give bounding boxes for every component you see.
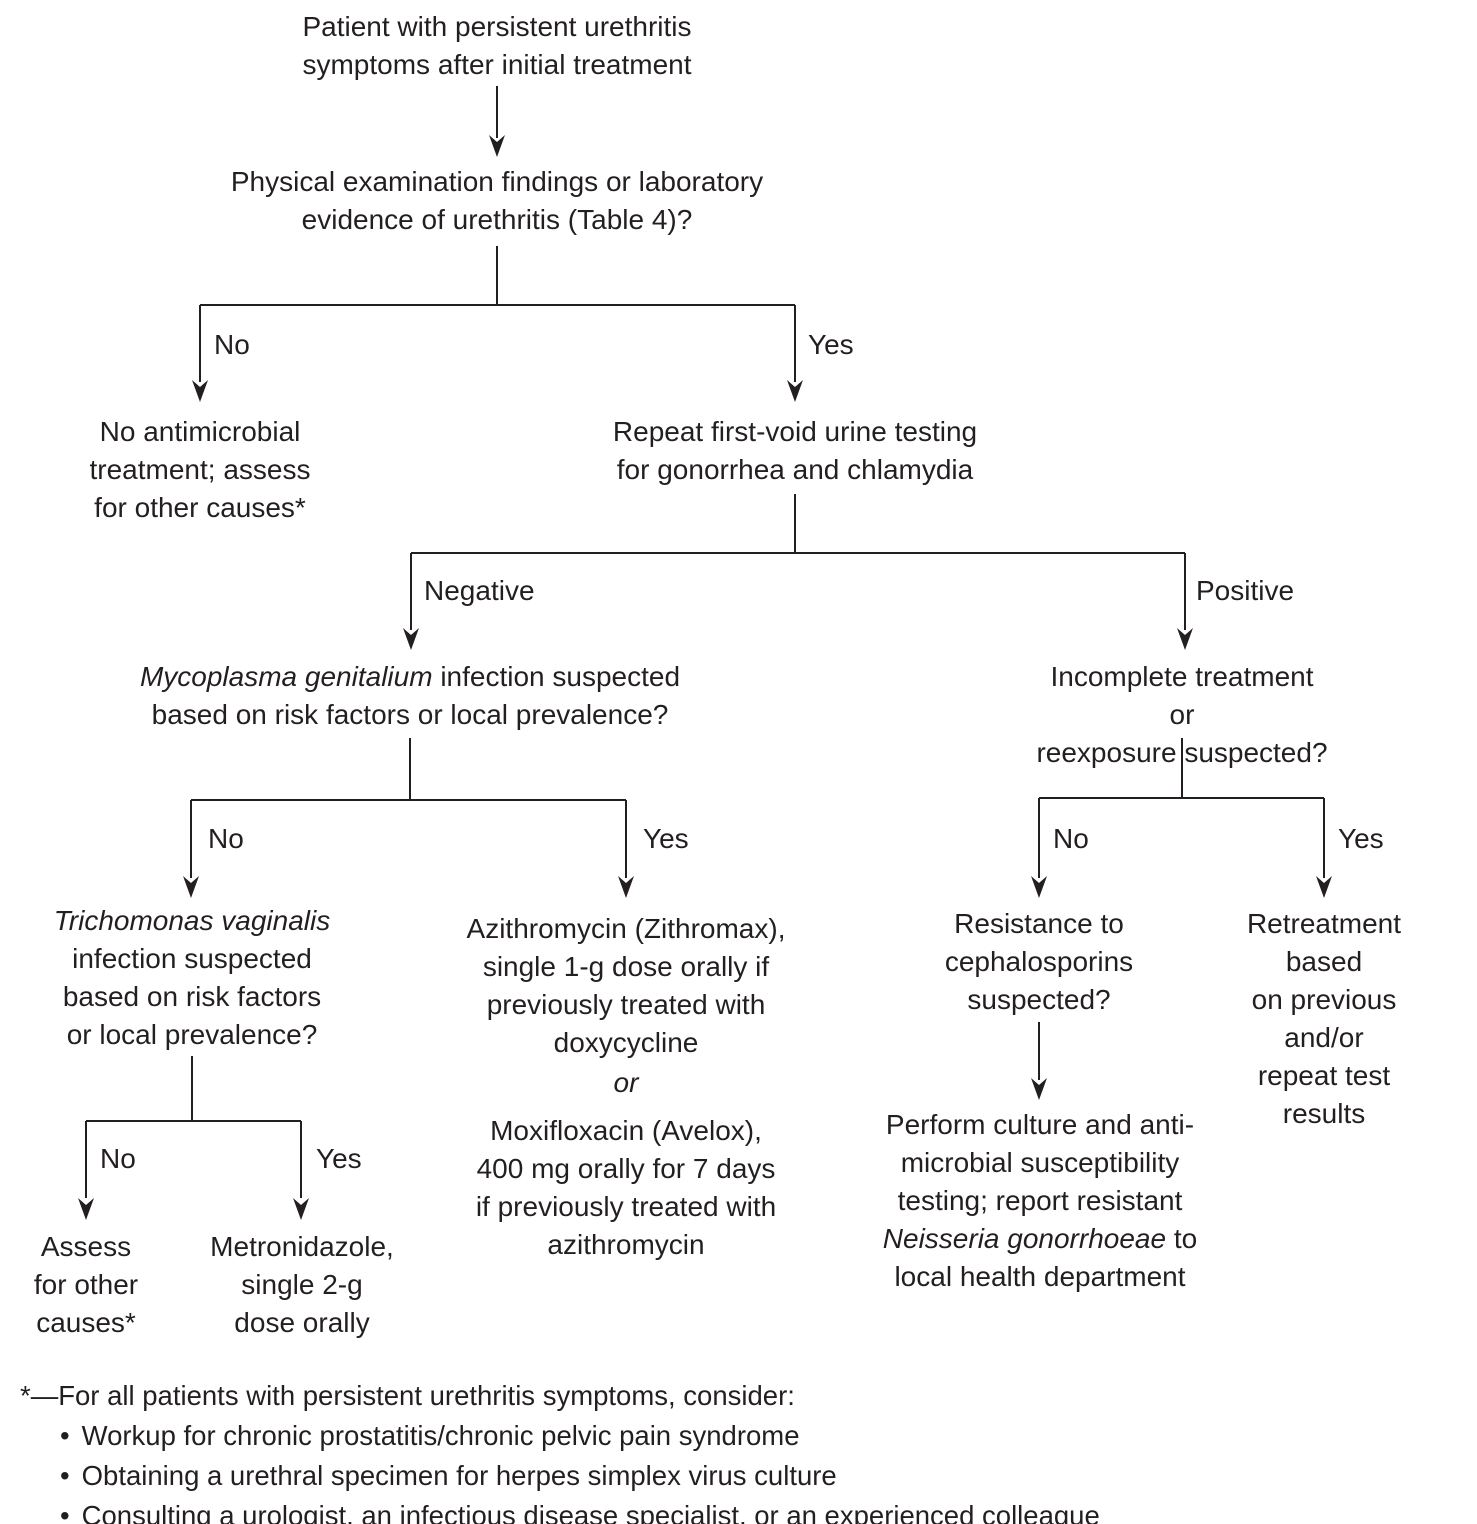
edge-label-yes-mycoplasma: Yes	[643, 823, 689, 854]
footnote-intro: *—For all patients with persistent ureth…	[20, 1380, 795, 1411]
edge-label-no-trichomonas: No	[100, 1143, 136, 1174]
footnote: *—For all patients with persistent ureth…	[20, 1376, 1100, 1524]
footnote-bullet-2: • Obtaining a urethral specimen for herpe…	[20, 1456, 1100, 1496]
node-retreatment: Retreatment based on previous and/or rep…	[1246, 908, 1402, 1129]
footnote-bullet-3: • Consulting a urologist, an infectious d…	[20, 1496, 1100, 1524]
arrow-head	[618, 876, 634, 898]
arrow-head	[78, 1198, 94, 1220]
node-metronidazole-treatment: Metronidazole, single 2-g dose orally	[210, 1231, 394, 1338]
node-repeat-urine-testing: Repeat first-void urine testing for gono…	[612, 416, 978, 485]
mycoplasma-question-rest: infection suspected based on risk factor…	[151, 661, 681, 730]
edge-label-positive: Positive	[1196, 575, 1295, 606]
edge-label-no-mycoplasma: No	[208, 823, 244, 854]
arrow-head	[293, 1198, 309, 1220]
arrow-head	[1177, 628, 1193, 650]
footnote-bullet-3-text: Consulting a urologist, an infectious di…	[81, 1500, 1100, 1524]
node-no-antimicrobial-treatment: No antimicrobial treatment; assess for o…	[89, 416, 311, 523]
node-question-trichomonas: Trichomonas vaginalis infection suspecte…	[54, 902, 331, 1054]
or-separator: or	[613, 1067, 639, 1098]
node-question-incomplete-treatment: Incomplete treatment or reexposure suspe…	[1036, 661, 1328, 768]
node-perform-culture: Perform culture and anti- microbial susc…	[883, 1106, 1197, 1296]
bullet-icon: •	[60, 1500, 70, 1524]
perform-culture-part1: Perform culture and anti- microbial susc…	[885, 1109, 1195, 1216]
node-question-urethritis-evidence: Physical examination findings or laborat…	[230, 166, 764, 235]
trichomonas-vaginalis-italic: Trichomonas vaginalis	[53, 905, 331, 936]
edge-label-no-incomplete: No	[1053, 823, 1089, 854]
arrow-head	[1031, 1078, 1047, 1100]
node-assess-other-causes: Assess for other causes*	[33, 1231, 139, 1338]
mycoplasma-genitalium-italic: Mycoplasma genitalium	[139, 661, 433, 692]
footnote-bullet-1: • Workup for chronic prostatitis/chronic …	[20, 1416, 1100, 1456]
edge-label-no-urethritis: No	[214, 329, 250, 360]
arrow-head	[1031, 876, 1047, 898]
arrow-head	[183, 876, 199, 898]
arrow-head	[489, 135, 505, 157]
arrow-head	[403, 628, 419, 650]
perform-culture-part2: to local health department	[894, 1223, 1198, 1292]
arrow-head	[787, 380, 803, 402]
arrow-head	[192, 380, 208, 402]
node-moxifloxacin-treatment: Moxifloxacin (Avelox), 400 mg orally for…	[475, 1115, 777, 1260]
bullet-icon: •	[60, 1420, 70, 1451]
flow-edges	[85, 86, 1325, 1198]
node-question-mycoplasma: Mycoplasma genitalium infection suspecte…	[140, 658, 680, 734]
neisseria-gonorrhoeae-italic: Neisseria gonorrhoeae	[882, 1223, 1167, 1254]
trichomonas-question-rest: infection suspected based on risk factor…	[62, 943, 322, 1050]
footnote-bullet-2-text: Obtaining a urethral specimen for herpes…	[81, 1460, 837, 1491]
node-azithromycin-treatment: Azithromycin (Zithromax), single 1-g dos…	[466, 913, 786, 1058]
edge-label-yes-incomplete: Yes	[1338, 823, 1384, 854]
bullet-icon: •	[60, 1460, 70, 1491]
node-question-cephalosporin-resistance: Resistance to cephalosporins suspected?	[944, 908, 1134, 1015]
footnote-bullet-1-text: Workup for chronic prostatitis/chronic p…	[81, 1420, 800, 1451]
edge-label-yes-urethritis: Yes	[808, 329, 854, 360]
edge-label-yes-trichomonas: Yes	[316, 1143, 362, 1174]
edge-label-negative: Negative	[424, 575, 535, 606]
node-start: Patient with persistent urethritis sympt…	[302, 11, 692, 80]
arrow-head	[1316, 876, 1332, 898]
